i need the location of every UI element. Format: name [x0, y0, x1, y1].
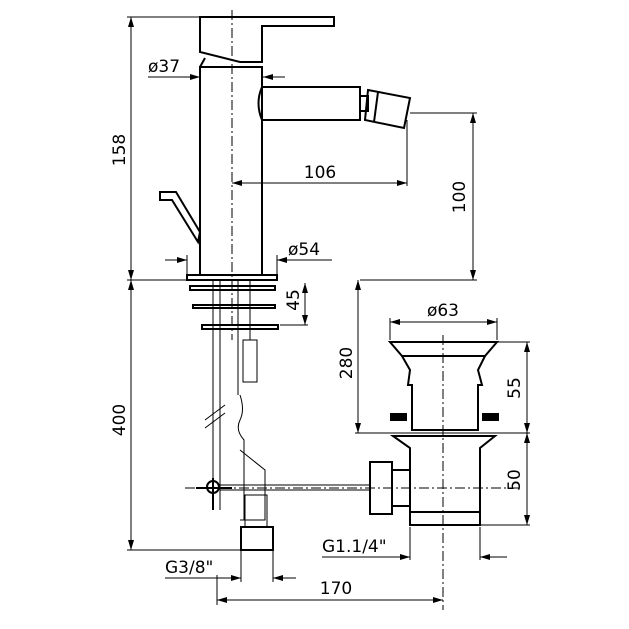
mixer-body [159, 10, 412, 340]
label-hose-length: 400 [110, 404, 130, 436]
label-waste-height: 280 [337, 347, 357, 379]
label-hose-thread: G3/8" [165, 558, 213, 578]
label-waste-lower: 50 [505, 469, 525, 491]
label-spout-diameter: ø37 [148, 57, 180, 77]
label-waste-thread: G1.1/4" [322, 537, 387, 557]
waste-assembly [185, 335, 520, 610]
label-waste-diameter: ø63 [427, 301, 459, 321]
label-waste-upper: 55 [505, 377, 525, 399]
mounting-plates [189, 280, 279, 521]
label-spout-reach: 106 [304, 163, 336, 183]
label-base-diameter: ø54 [288, 240, 320, 260]
dimension-lines [127, 16, 530, 605]
label-plate-thickness: 45 [284, 289, 304, 311]
label-rod-length: 170 [320, 579, 352, 599]
label-total-height: 158 [110, 134, 130, 166]
label-spout-height: 100 [450, 181, 470, 213]
